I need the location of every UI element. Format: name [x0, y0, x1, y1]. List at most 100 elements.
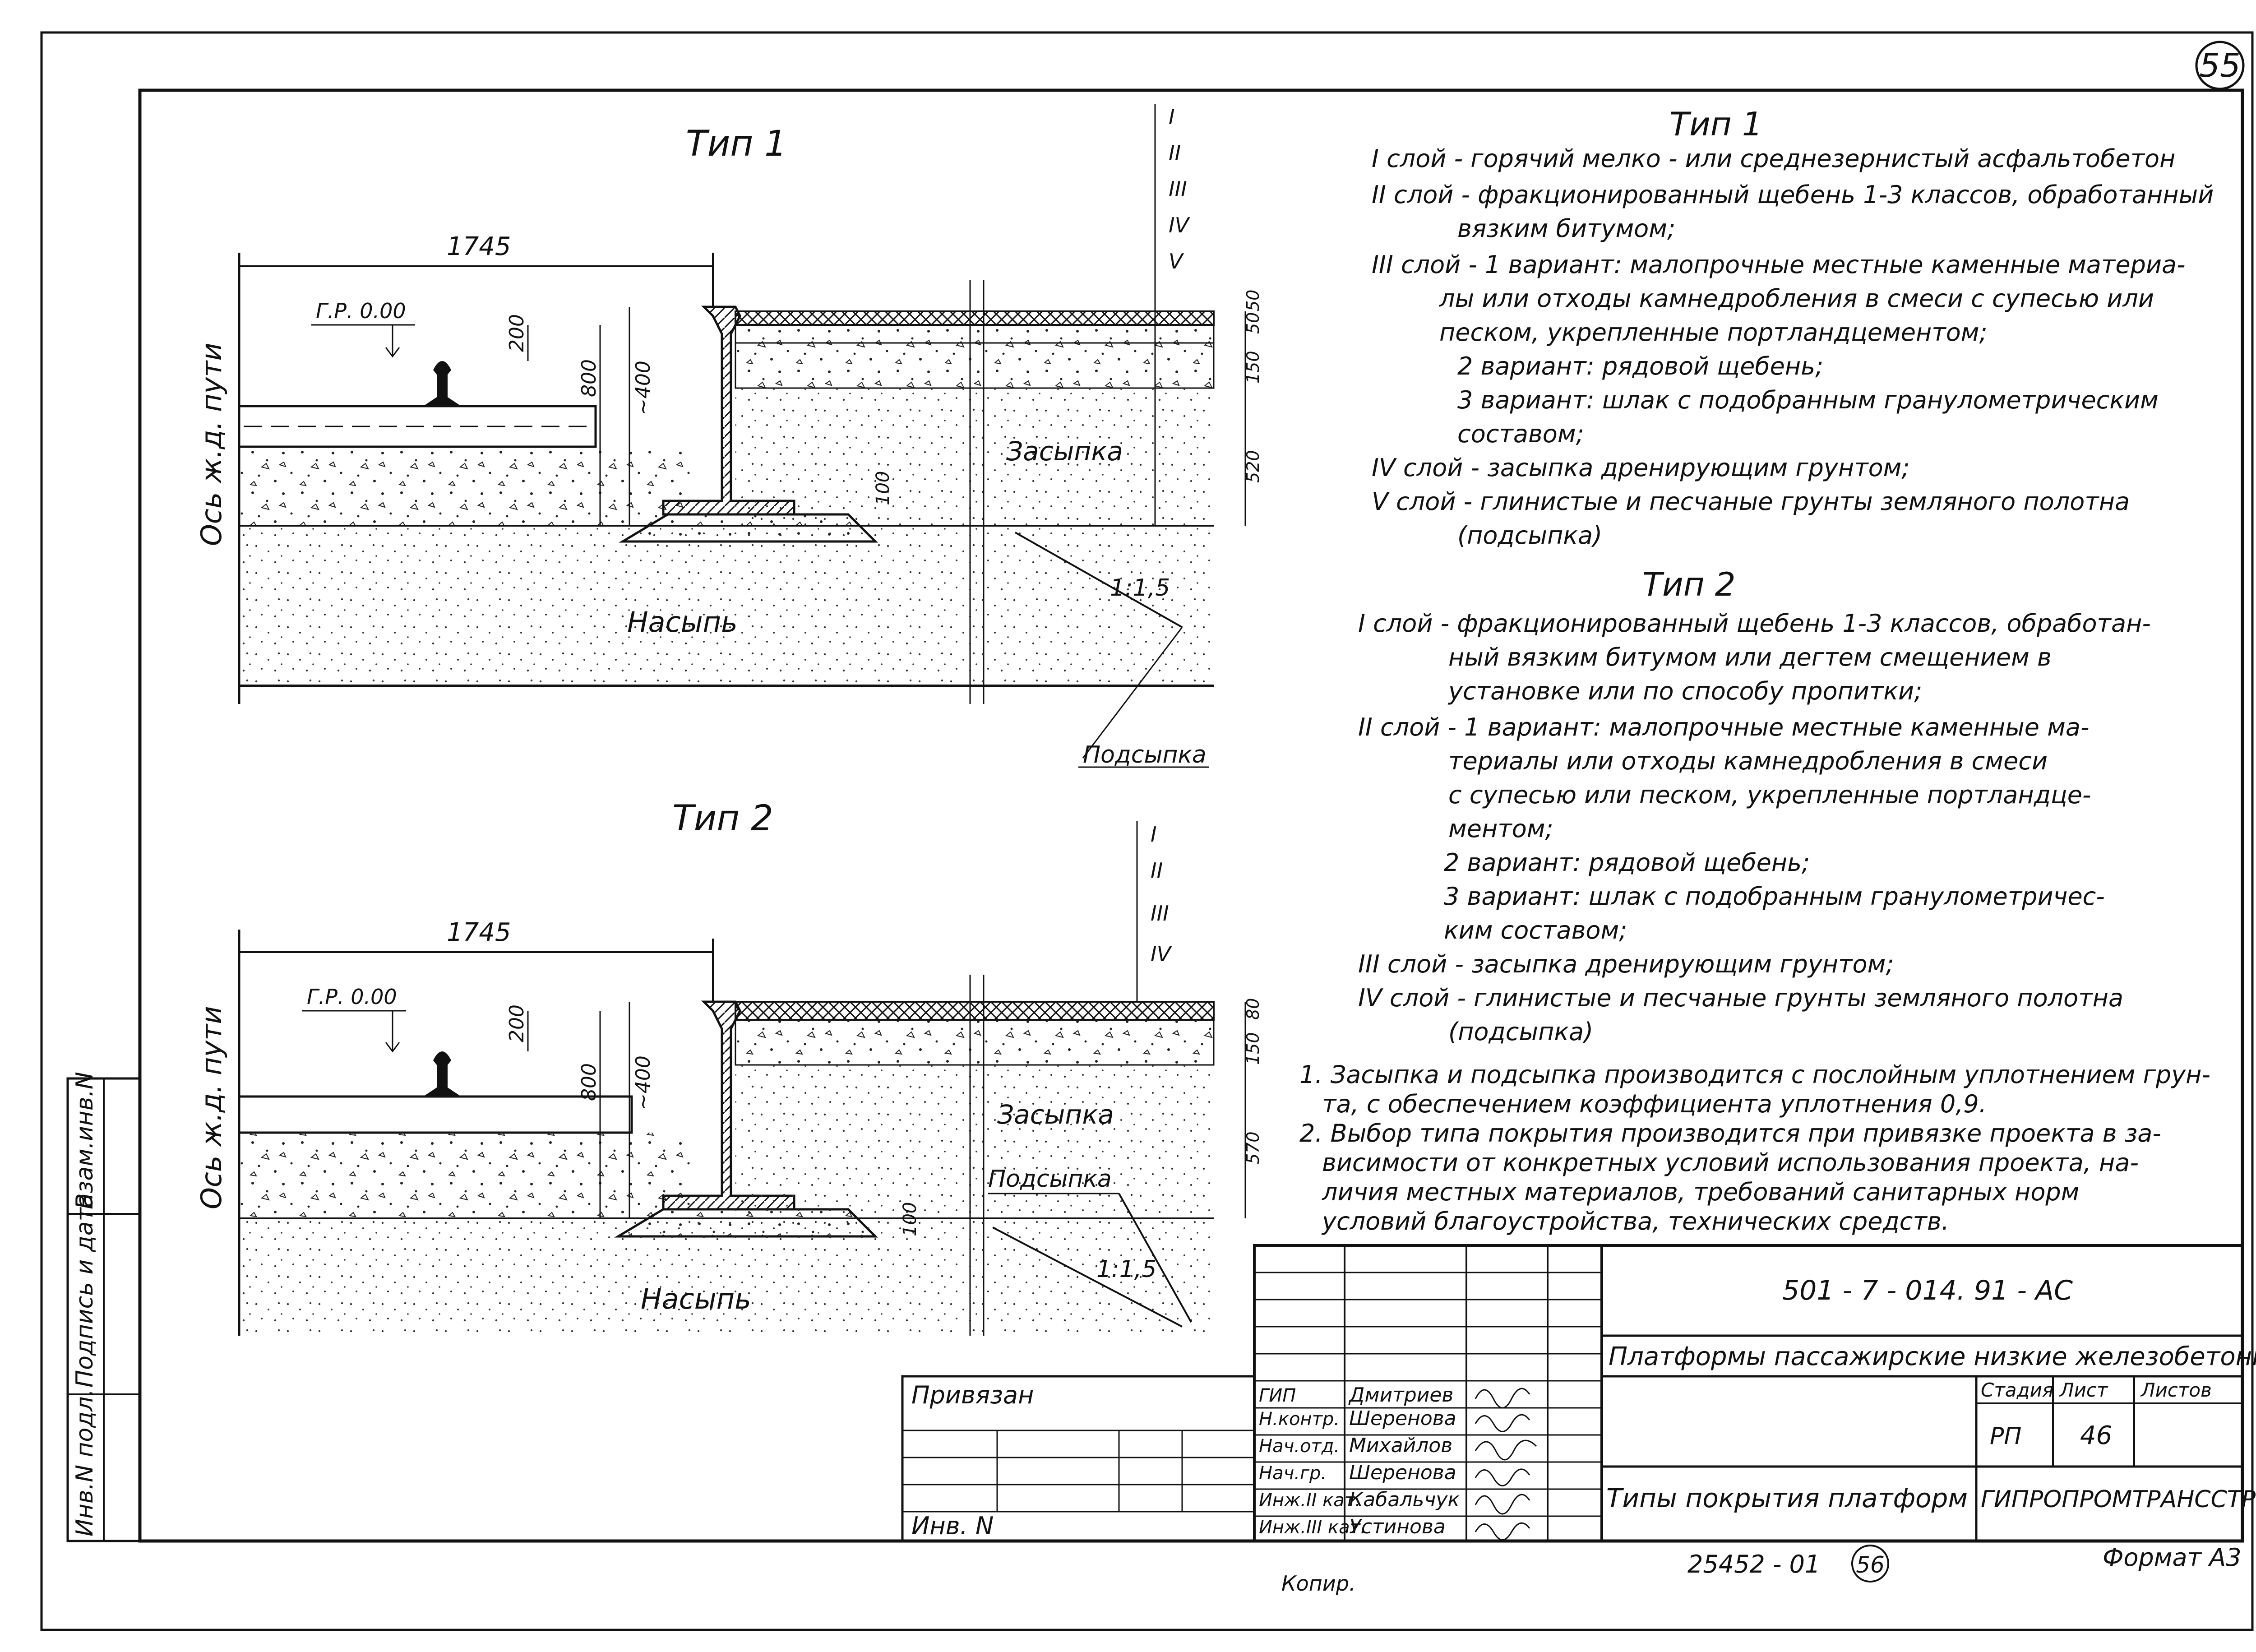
- svg-text:IV слой - глинистые и песчаные: IV слой - глинистые и песчаные грунты зе…: [1358, 984, 2123, 1012]
- svg-text:Дмитриев: Дмитриев: [1348, 1384, 1453, 1407]
- svg-text:Инж.III кат.: Инж.III кат.: [1259, 1517, 1366, 1538]
- svg-text:IV: IV: [1169, 213, 1191, 237]
- type2-slope: 1:1,5: [1096, 1256, 1156, 1283]
- svg-text:I слой - горячий мелко - или с: I слой - горячий мелко - или среднезерни…: [1372, 144, 2175, 173]
- stamp-replace-label: Взам.инв.N: [71, 1072, 98, 1209]
- desc-notes: 1. Засыпка и подсыпка производится с пос…: [1299, 1060, 2210, 1236]
- type1-slope: 1:1,5: [1110, 574, 1170, 602]
- svg-text:висимости от конкретных услови: висимости от конкретных условий использо…: [1322, 1148, 2139, 1177]
- desc-type2-lines: I слой - фракционированный щебень 1-3 кл…: [1358, 609, 2151, 1046]
- copied-label: Копир.: [1281, 1571, 1356, 1596]
- svg-text:(подсыпка): (подсыпка): [1448, 1018, 1593, 1046]
- svg-text:Шеренова: Шеренова: [1349, 1407, 1456, 1430]
- description: Тип 1 I слой - горячий мелко - или средн…: [1299, 105, 2214, 1236]
- type2-dim-150: 150: [1243, 1032, 1263, 1065]
- svg-text:II слой - фракционированный ще: II слой - фракционированный щебень 1-3 к…: [1372, 180, 2214, 209]
- svg-text:Михайлов: Михайлов: [1349, 1434, 1452, 1457]
- type2-dim-800: 800: [578, 1063, 601, 1101]
- svg-text:ким составом;: ким составом;: [1444, 916, 1627, 944]
- svg-text:Шеренова: Шеренова: [1349, 1461, 1456, 1484]
- svg-text:2 вариант: рядовой щебень;: 2 вариант: рядовой щебень;: [1457, 352, 1823, 380]
- desc-type1-title: Тип 1: [1669, 105, 1763, 143]
- type1-section: Тип 1 Ось ж.д. пути 1745 Г.Р. 0.00 200 8…: [195, 104, 1263, 768]
- svg-text:3 вариант: шлак с подобранным: 3 вариант: шлак с подобранным грануломет…: [1457, 386, 2159, 414]
- svg-text:ГИП: ГИП: [1259, 1385, 1296, 1406]
- svg-text:та, с обеспечением коэффициент: та, с обеспечением коэффициента уплотнен…: [1322, 1090, 1987, 1118]
- svg-text:Нач.гр.: Нач.гр.: [1259, 1463, 1327, 1484]
- type2-subfill-label: Подсыпка: [988, 1166, 1112, 1193]
- type1-dim-50a: 50: [1243, 312, 1263, 334]
- svg-text:установке или по способу пропи: установке или по способу пропитки;: [1447, 677, 1922, 705]
- type1-subfill-label: Подсыпка: [1083, 741, 1207, 768]
- type1-dim-1745: 1745: [447, 232, 511, 261]
- type1-dim-100: 100: [873, 471, 893, 505]
- type1-rail-level: Г.Р. 0.00: [316, 299, 406, 323]
- privyazan-label: Привязан: [911, 1381, 1034, 1409]
- svg-text:IV: IV: [1151, 942, 1173, 966]
- order-number: 25452 - 01: [1687, 1550, 1820, 1578]
- svg-text:с супесью или песком, укреплен: с супесью или песком, укрепленные портла…: [1448, 781, 2091, 809]
- type2-dim-400: ~400: [632, 1055, 655, 1110]
- type2-dim-570: 570: [1243, 1131, 1263, 1164]
- svg-text:3 вариант: шлак с подобранным: 3 вариант: шлак с подобранным грануломет…: [1444, 882, 2105, 911]
- svg-text:личия местных материалов, треб: личия местных материалов, требований сан…: [1322, 1178, 2079, 1206]
- project-title: Платформы пассажирские низкие железобето…: [1609, 1342, 2256, 1371]
- svg-text:I слой - фракционированный щеб: I слой - фракционированный щебень 1-3 кл…: [1358, 609, 2151, 638]
- svg-text:условий благоустройства, техни: условий благоустройства, технических сре…: [1321, 1207, 1949, 1236]
- title-block: Привязан Инв. N ГИП Н.контр. Нач.отд. На…: [901, 1244, 2256, 1542]
- signatures: [1475, 1388, 1537, 1541]
- svg-text:V: V: [1169, 249, 1184, 273]
- type1-embankment-label: Насыпь: [627, 606, 738, 639]
- svg-text:Н.контр.: Н.контр.: [1259, 1409, 1340, 1430]
- svg-text:III: III: [1169, 177, 1187, 201]
- svg-text:I: I: [1169, 105, 1175, 129]
- type2-dim-200: 200: [505, 1004, 528, 1042]
- stage-value: РП: [1990, 1423, 2021, 1450]
- order-circle: 56: [1856, 1552, 1885, 1578]
- type2-dim-80: 80: [1243, 998, 1263, 1020]
- type2-title: Тип 2: [672, 798, 773, 839]
- doc-code: 501 - 7 - 014. 91 - АС: [1782, 1275, 2073, 1306]
- svg-text:V слой - глинистые и песчаные: V слой - глинистые и песчаные грунты зем…: [1372, 487, 2130, 516]
- type1-dim-50b: 50: [1243, 290, 1263, 311]
- type1-layer-markers: I II III IV V: [1169, 105, 1191, 273]
- sheet-header: Лист: [2059, 1379, 2108, 1401]
- organization: ГИПРОПРОМТРАНССТРОЙ: [1981, 1485, 2256, 1513]
- svg-text:песком, укрепленные портландце: песком, укрепленные портландцементом;: [1439, 318, 1988, 347]
- type1-dim-400: ~400: [632, 361, 655, 415]
- names-column: Дмитриев Шеренова Михайлов Шеренова Каба…: [1348, 1384, 1460, 1538]
- footer: Копир. 25452 - 01 56 Формат А3: [1281, 1543, 2242, 1596]
- svg-text:териалы или отходы камнедробле: териалы или отходы камнедробления в смес…: [1448, 747, 2048, 775]
- svg-text:III слой - 1 вариант: малопроч: III слой - 1 вариант: малопрочные местны…: [1372, 250, 2186, 279]
- type1-title: Тип 1: [686, 124, 787, 164]
- svg-text:ментом;: ментом;: [1448, 814, 1553, 843]
- svg-text:III: III: [1151, 901, 1169, 925]
- svg-text:вязким битумом;: вязким битумом;: [1457, 214, 1675, 243]
- type1-dim-200: 200: [505, 314, 528, 352]
- type2-axis-label: Ось ж.д. пути: [195, 1006, 228, 1209]
- type2-rail-level: Г.Р. 0.00: [307, 985, 397, 1009]
- roles-column: ГИП Н.контр. Нач.отд. Нач.гр. Инж.II кат…: [1259, 1385, 1366, 1538]
- sheets-header: Листов: [2140, 1379, 2212, 1401]
- type2-embankment-label: Насыпь: [641, 1282, 751, 1315]
- svg-text:Кабальчук: Кабальчук: [1349, 1488, 1460, 1511]
- svg-text:1. Засыпка и подсыпка производ: 1. Засыпка и подсыпка производится с пос…: [1299, 1060, 2210, 1089]
- type2-backfill-label: Засыпка: [997, 1099, 1114, 1130]
- type1-dim-150: 150: [1243, 351, 1263, 384]
- inv-no-label: Инв. N: [911, 1512, 994, 1540]
- svg-text:ный вязким битумом или дегтем: ный вязким битумом или дегтем смещением …: [1448, 643, 2052, 671]
- stamp-signature-label: Подпись и дата: [71, 1193, 98, 1388]
- svg-text:II: II: [1151, 858, 1163, 883]
- svg-text:IV слой - засыпка дренирующим: IV слой - засыпка дренирующим грунтом;: [1372, 453, 1910, 482]
- svg-text:2 вариант: рядовой щебень;: 2 вариант: рядовой щебень;: [1444, 848, 1810, 877]
- type2-section: Тип 2 Ось ж.д. пути 1745 Г.Р. 0.00 200 8…: [195, 798, 1263, 1336]
- stage-header: Стадия: [1981, 1379, 2053, 1401]
- type1-axis-label: Ось ж.д. пути: [195, 342, 228, 546]
- type1-rail: [423, 361, 461, 406]
- svg-text:2. Выбор типа покрытия произво: 2. Выбор типа покрытия производится при …: [1299, 1119, 2161, 1148]
- type2-layer-markers: I II III IV: [1151, 822, 1173, 966]
- sheet-title: Типы покрытия платформ: [1606, 1483, 1968, 1513]
- svg-text:Устинова: Устинова: [1349, 1515, 1446, 1538]
- type1-dim-520: 520: [1243, 450, 1263, 483]
